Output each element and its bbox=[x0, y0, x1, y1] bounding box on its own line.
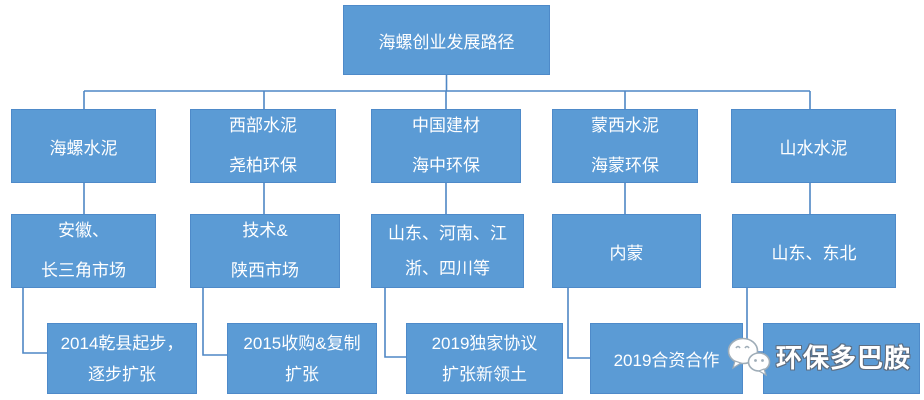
box-text-line: 2019合资合作 bbox=[613, 351, 720, 370]
branch1-company-box: 海螺水泥 bbox=[11, 109, 156, 183]
box-text-line: 扩张 bbox=[285, 364, 319, 384]
branch4-milestone-box: 2019合资合作 bbox=[590, 323, 743, 394]
branch4-market-box: 内蒙 bbox=[552, 214, 701, 288]
box-text-line: 2014乾县起步， bbox=[60, 333, 184, 353]
box-text-line: 山水水泥 bbox=[779, 138, 848, 158]
root-title-box: 海螺创业发展路径 bbox=[343, 5, 550, 75]
box-text-line: 2019独家协议 bbox=[431, 333, 538, 353]
branch3-company-box: 中国建材 海中环保 bbox=[371, 109, 521, 183]
branch5-company-box: 山水水泥 bbox=[731, 109, 896, 183]
box-text-line: 山东、河南、江 bbox=[388, 224, 507, 243]
connector-l3-2 bbox=[202, 288, 227, 356]
branch5-market-box: 山东、东北 bbox=[732, 214, 896, 288]
connector-l3-3 bbox=[384, 288, 406, 358]
box-text-line: 蒙西水泥 bbox=[591, 116, 659, 135]
branch2-company-box: 西部水泥 尧柏环保 bbox=[190, 109, 336, 183]
branch2-market-box: 技术& 陕西市场 bbox=[190, 214, 340, 288]
box-text-line: 安徽、 bbox=[58, 221, 109, 240]
box-text-line: 技术& bbox=[242, 221, 288, 240]
branch1-market-box: 安徽、 长三角市场 bbox=[11, 214, 156, 288]
branch1-milestone-box: 2014乾县起步， 逐步扩张 bbox=[47, 323, 197, 394]
root-title-text: 海螺创业发展路径 bbox=[378, 32, 515, 52]
box-text-line: 山东、东北 bbox=[771, 243, 857, 263]
connector-l3-4 bbox=[567, 288, 590, 359]
watermark-text: 环保多巴胺 bbox=[776, 342, 912, 373]
box-text-line: 西部水泥 bbox=[229, 116, 297, 135]
branch5-milestone-box bbox=[763, 323, 920, 394]
branch4-company-box: 蒙西水泥 海蒙环保 bbox=[552, 109, 698, 183]
box-text-line: 海中环保 bbox=[412, 156, 480, 175]
box-text-line: 中国建材 bbox=[412, 116, 480, 135]
box-text-line: 逐步扩张 bbox=[88, 364, 156, 384]
box-text-line: 海螺水泥 bbox=[49, 138, 118, 158]
branch2-milestone-box: 2015收购&复制 扩张 bbox=[227, 323, 377, 394]
box-text-line: 浙、四川等 bbox=[405, 259, 490, 278]
box-text-line: 长三角市场 bbox=[41, 261, 126, 280]
watermark: 环保多巴胺 bbox=[726, 334, 911, 378]
wechat-logo-icon bbox=[727, 337, 771, 377]
branch3-market-box: 山东、河南、江 浙、四川等 bbox=[371, 214, 524, 288]
box-text-line: 尧柏环保 bbox=[229, 156, 297, 175]
box-text-line: 陕西市场 bbox=[231, 261, 299, 280]
box-text-line: 2015收购&复制 bbox=[243, 333, 361, 353]
branch3-milestone-box: 2019独家协议 扩张新领土 bbox=[406, 323, 563, 394]
connector-l3-1 bbox=[22, 288, 47, 354]
box-text-line: 扩张新领土 bbox=[442, 364, 527, 384]
box-text-line: 内蒙 bbox=[609, 243, 644, 263]
box-text-line: 海蒙环保 bbox=[591, 156, 659, 175]
